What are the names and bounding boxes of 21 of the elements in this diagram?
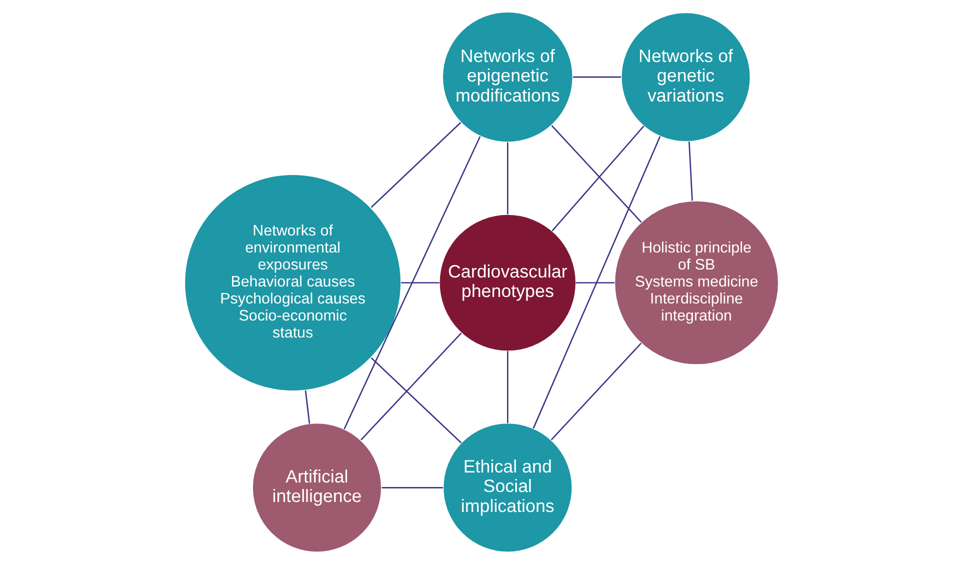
connector	[573, 76, 622, 78]
node-circle: Networks of genetic variations	[620, 12, 751, 142]
node-circle: Holistic principle of SB Systems medicine Interdiscipline integration	[614, 200, 779, 366]
node-circle: Ethical and Social implications	[442, 422, 573, 553]
connector	[304, 390, 310, 424]
connector	[688, 142, 693, 201]
connector	[506, 351, 508, 424]
connector	[344, 136, 481, 430]
connector	[370, 357, 462, 444]
node-circle: Networks of environmental exposures Behavioral causes Psychological causes Socio-economic status	[184, 174, 402, 392]
connector	[532, 136, 661, 429]
connector	[401, 282, 440, 284]
connector	[360, 332, 462, 440]
connector	[550, 342, 642, 440]
connector	[506, 142, 508, 214]
connector	[576, 282, 615, 284]
node-circle: Networks of epigenetic modifications	[442, 12, 574, 143]
node-circle: Cardiovascular phenotypes	[438, 214, 576, 352]
connector	[370, 122, 462, 208]
connector	[382, 487, 443, 488]
node-circle: Artificial intelligence	[252, 422, 382, 553]
